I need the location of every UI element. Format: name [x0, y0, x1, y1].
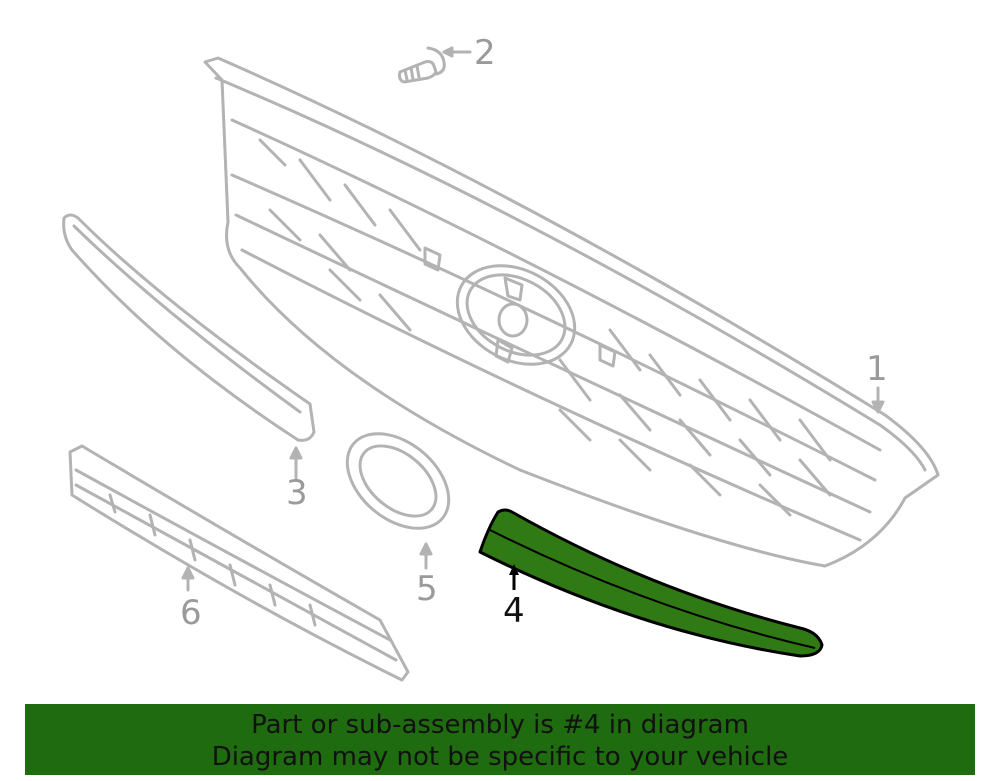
callout-1-label: 1	[866, 349, 888, 389]
part-3-molding	[62, 213, 316, 480]
callout-6-label: 6	[180, 593, 202, 633]
part-6-lower-grille	[68, 444, 410, 682]
callout-5-label: 5	[416, 569, 438, 609]
banner-line-1: Part or sub-assembly is #4 in diagram	[251, 710, 749, 740]
part-5-emblem-ring	[345, 432, 451, 570]
parts-diagram	[62, 46, 940, 682]
info-banner: Part or sub-assembly is #4 in diagram Di…	[25, 704, 975, 775]
banner-line-2: Diagram may not be specific to your vehi…	[211, 742, 789, 772]
callout-4-label: 4	[503, 591, 525, 631]
callout-3-label: 3	[286, 473, 308, 513]
callout-2-label: 2	[474, 33, 496, 73]
part-4-molding-highlighted	[478, 508, 824, 658]
part-1-grille	[203, 56, 940, 568]
part-2-clip	[398, 46, 472, 84]
